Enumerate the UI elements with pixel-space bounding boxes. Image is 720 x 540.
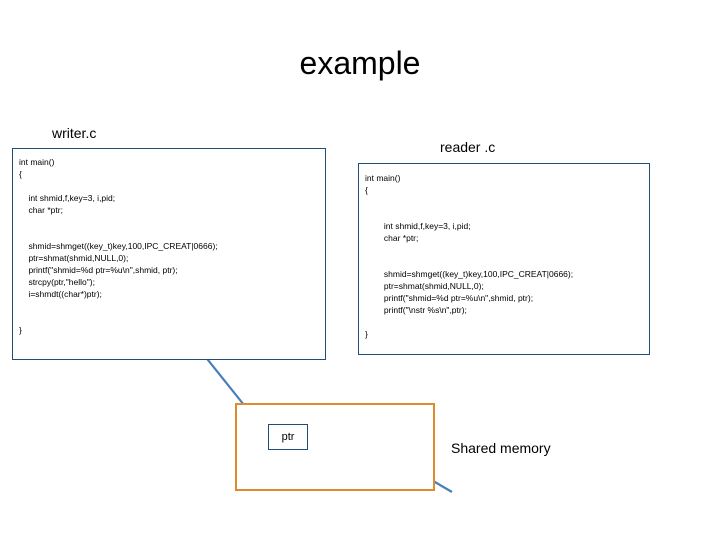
shared-memory-label: Shared memory [451, 440, 551, 456]
page-title: example [299, 45, 421, 81]
shared-memory-box [235, 403, 435, 491]
reader-file-label: reader .c [440, 139, 496, 155]
reader-code-text: int main() { int shmid,f,key=3, i,pid; c… [365, 173, 574, 339]
writer-code-box: int main() { int shmid,f,key=3, i,pid; c… [12, 148, 326, 360]
writer-file-label: writer.c [52, 125, 97, 141]
reader-code-box: int main() { int shmid,f,key=3, i,pid; c… [358, 163, 650, 355]
ptr-label-box: ptr [268, 424, 308, 450]
writer-code-text: int main() { int shmid,f,key=3, i,pid; c… [19, 157, 218, 335]
